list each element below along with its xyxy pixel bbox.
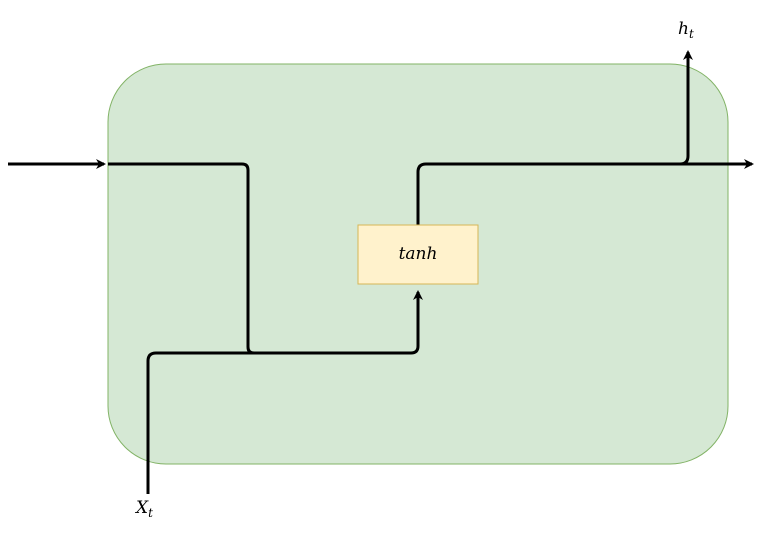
input-symbol: X <box>134 498 149 518</box>
input-label: Xt <box>134 498 153 520</box>
input-subscript: t <box>148 506 153 520</box>
tanh-activation-box <box>357 224 479 285</box>
output-label: ht <box>678 19 694 41</box>
output-subscript: t <box>689 27 694 41</box>
output-symbol: h <box>678 19 689 39</box>
input-to-activation-wire <box>146 290 423 494</box>
tanh-activation-label: tanh <box>399 244 438 264</box>
activation-output-wire <box>416 159 754 225</box>
output-branch-wire <box>676 50 693 166</box>
